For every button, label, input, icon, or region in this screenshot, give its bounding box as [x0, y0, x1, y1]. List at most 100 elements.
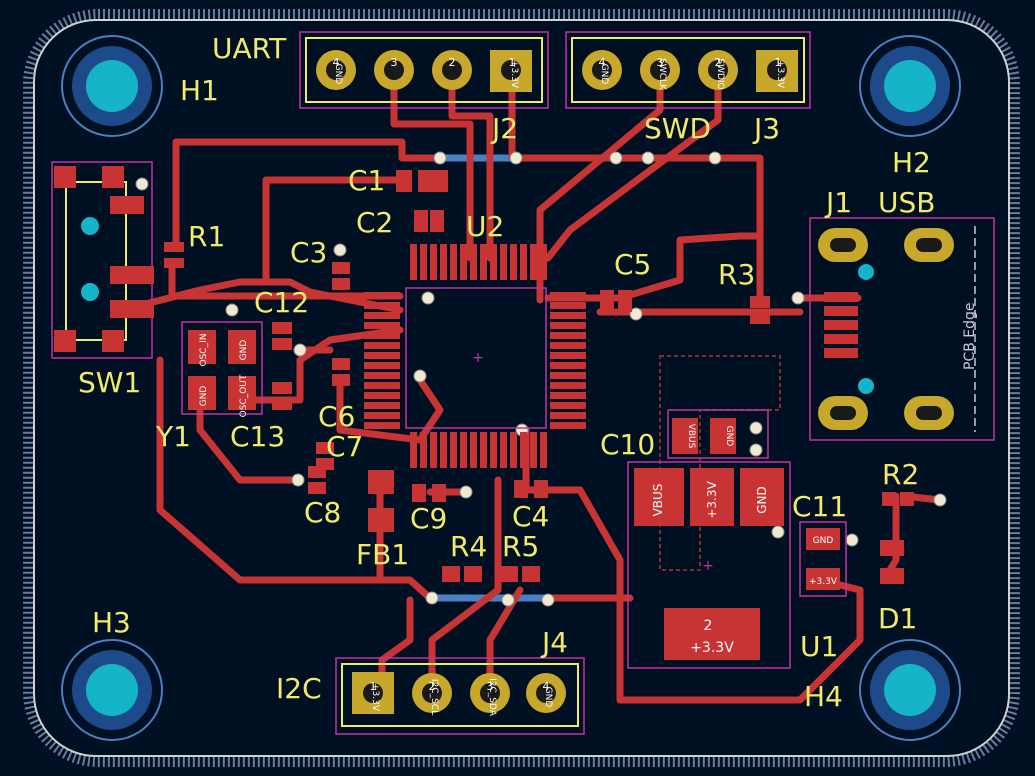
connector-j4 [335, 657, 585, 735]
passive-r1 [164, 242, 184, 268]
passives [164, 170, 914, 584]
reference-designators: SW1 R1 C1 C2 C3 C4 C5 C6 C7 C8 C9 C10 C1… [78, 32, 978, 713]
j3-pad1-label: +3.3V [775, 60, 785, 89]
j4-pin2-number: 2 [429, 680, 436, 693]
ref-d1: D1 [878, 602, 917, 635]
passive-fb1 [368, 470, 394, 532]
svg-text:+: + [702, 558, 714, 574]
ref-y1: Y1 [155, 420, 191, 453]
label-swd: SWD [644, 112, 711, 145]
j3-pad4-label: GND [599, 64, 609, 85]
j2-pin4-number: 4 [333, 56, 340, 69]
passive-c1b [432, 170, 448, 192]
pad-numbers: 1 2 3 4 1 2 3 4 1 2 3 4 2 [333, 56, 782, 693]
ref-c1: C1 [348, 164, 385, 197]
switch-sw1 [51, 161, 154, 359]
ref-r5: R5 [502, 530, 539, 563]
capacitor-c10 [667, 409, 769, 459]
u1-tab-number: 2 [704, 618, 713, 634]
ref-j4: J4 [540, 626, 568, 659]
passive-c2 [414, 210, 444, 232]
ref-c13: C13 [230, 420, 285, 453]
ref-h3: H3 [92, 606, 131, 639]
ref-sw1: SW1 [78, 366, 141, 399]
ref-c12: C12 [254, 286, 309, 319]
label-i2c: I2C [276, 672, 322, 705]
passive-c9 [412, 484, 446, 502]
j4-pad3-label: I2C_SDA [487, 678, 497, 717]
u1-pad1-label: +3.3V [705, 481, 719, 519]
ref-r1: R1 [188, 220, 225, 253]
u1-tab-label: +3.3V [690, 640, 734, 656]
ref-c8: C8 [304, 496, 341, 529]
ref-j3: J3 [752, 112, 780, 145]
j3-pin1-number: 1 [775, 56, 782, 69]
c11-pad2-label: GND [813, 536, 834, 546]
ref-c4: C4 [512, 500, 549, 533]
c10-pad1-label: VBUS [686, 424, 696, 449]
ref-h2: H2 [892, 146, 931, 179]
ref-r3: R3 [718, 258, 755, 291]
ref-h4: H4 [804, 680, 843, 713]
c10-pad2-label: GND [724, 426, 734, 447]
connector-j1-usb [809, 217, 995, 441]
j4-pin1-number: 1 [370, 680, 377, 693]
passive-r2 [882, 492, 914, 506]
u1-pad-gnd-label: GND [755, 486, 769, 514]
ref-u2: U2 [466, 210, 504, 243]
hole-h3 [61, 639, 163, 741]
ref-j1: J1 [824, 186, 852, 219]
keepout-zone [659, 355, 781, 571]
ref-r4: R4 [450, 530, 487, 563]
hole-h2 [859, 35, 961, 137]
passive-c13 [272, 382, 292, 410]
j2-pin2-number: 2 [449, 56, 456, 69]
j3-pin4-number: 4 [599, 56, 606, 69]
ref-c2: C2 [356, 206, 393, 239]
passive-c1 [396, 170, 434, 192]
vias [135, 151, 947, 607]
j2-pin1-number: 1 [509, 56, 516, 69]
passive-c12 [272, 322, 292, 350]
passive-c4 [514, 480, 548, 498]
j3-pin2-number: 2 [715, 56, 722, 69]
ref-h1: H1 [180, 74, 219, 107]
ref-u1: U1 [800, 630, 838, 663]
ref-c10: C10 [600, 428, 655, 461]
j4-pad2-label: I2C_SCL [429, 679, 439, 715]
j2-pin3-number: 3 [391, 56, 398, 69]
j2-pad4-label: GND [333, 64, 343, 85]
ref-c9: C9 [410, 502, 447, 535]
y1-pad2-label: GND [199, 386, 209, 407]
label-pcb-edge: PCB Edge [962, 302, 978, 370]
j3-pad3-label: SWCLK [657, 58, 667, 91]
passive-c3 [332, 262, 350, 290]
regulator-u1: + [627, 461, 791, 669]
connector-j3 [565, 31, 811, 109]
ref-c11: C11 [792, 490, 847, 523]
passive-r3 [750, 296, 770, 324]
passive-c6 [332, 358, 350, 386]
ref-c7: C7 [326, 430, 363, 463]
j2-pad1-label: +3.3V [509, 60, 519, 89]
j4-pad1-label: +3.3V [370, 683, 380, 712]
j4-pin3-number: 3 [487, 680, 494, 693]
connector-j2 [299, 31, 549, 109]
j3-pin3-number: 3 [657, 56, 664, 69]
pad-labels: GND +3.3V GND SWCLK SWDIO +3.3V +3.3V I2… [199, 58, 838, 717]
mcu-u2: + [364, 244, 586, 468]
hole-h4 [859, 639, 961, 741]
label-uart: UART [212, 32, 287, 65]
ref-r2: R2 [882, 458, 919, 491]
j4-pin4-number: 4 [543, 680, 550, 693]
mounting-holes [61, 35, 961, 741]
label-usb: USB [878, 186, 935, 219]
passive-d1 [880, 540, 904, 584]
ref-c5: C5 [614, 248, 651, 281]
hole-h1 [61, 35, 163, 137]
passive-c5 [600, 290, 632, 312]
svg-text:+: + [472, 350, 484, 366]
passive-c8 [308, 466, 326, 494]
y1-pad3-label: OSC_OUT [239, 374, 249, 417]
